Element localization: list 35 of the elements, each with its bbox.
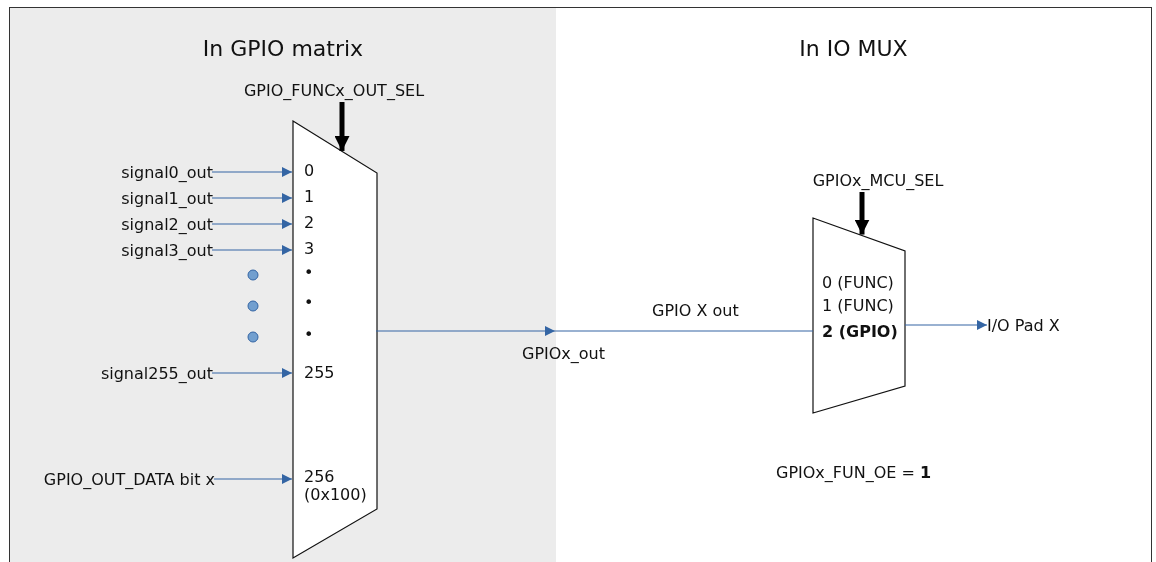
signal-note: GPIOx_FUN_OE = 1 bbox=[776, 463, 932, 483]
arrow bbox=[211, 219, 293, 229]
signal-label: I/O Pad X bbox=[987, 316, 1077, 336]
arrow bbox=[904, 320, 988, 330]
signal-label: signal255_out bbox=[61, 364, 213, 384]
input-label: • bbox=[304, 264, 314, 282]
signal-label: signal1_out bbox=[71, 189, 213, 209]
input-label: • bbox=[304, 294, 314, 312]
signal-label: GPIOx_MCU_SEL bbox=[798, 171, 958, 193]
input-label: 2 bbox=[304, 214, 315, 232]
signal-label: GPIO_FUNCx_OUT_SEL bbox=[227, 81, 441, 103]
input-label: 1 bbox=[304, 188, 315, 206]
arrow bbox=[375, 326, 556, 336]
input-label: 0 bbox=[304, 162, 315, 180]
region-title: In GPIO matrix bbox=[202, 36, 364, 61]
arrow bbox=[213, 474, 293, 484]
input-label: 3 bbox=[304, 240, 315, 258]
input-label: 256 (0x100) bbox=[304, 468, 368, 504]
input-label: 2 (GPIO) bbox=[822, 323, 898, 341]
input-label: 0 (FUNC) bbox=[822, 274, 894, 292]
arrow bbox=[854, 192, 870, 235]
signal-label: signal0_out bbox=[71, 163, 213, 183]
signal-label: signal2_out bbox=[71, 215, 213, 235]
arrow bbox=[211, 368, 293, 378]
input-label: 1 (FUNC) bbox=[822, 297, 894, 315]
input-label: • bbox=[304, 326, 314, 344]
region-title: In IO MUX bbox=[799, 36, 908, 61]
input-label: 255 bbox=[304, 364, 335, 382]
arrow bbox=[211, 193, 293, 203]
signal-label: signal3_out bbox=[71, 241, 213, 261]
signal-label: GPIOx_out bbox=[522, 331, 614, 364]
arrow bbox=[334, 102, 350, 151]
signal-label: GPIO_OUT_DATA bit x bbox=[21, 470, 215, 490]
arrow bbox=[211, 245, 293, 255]
arrow bbox=[211, 167, 293, 177]
